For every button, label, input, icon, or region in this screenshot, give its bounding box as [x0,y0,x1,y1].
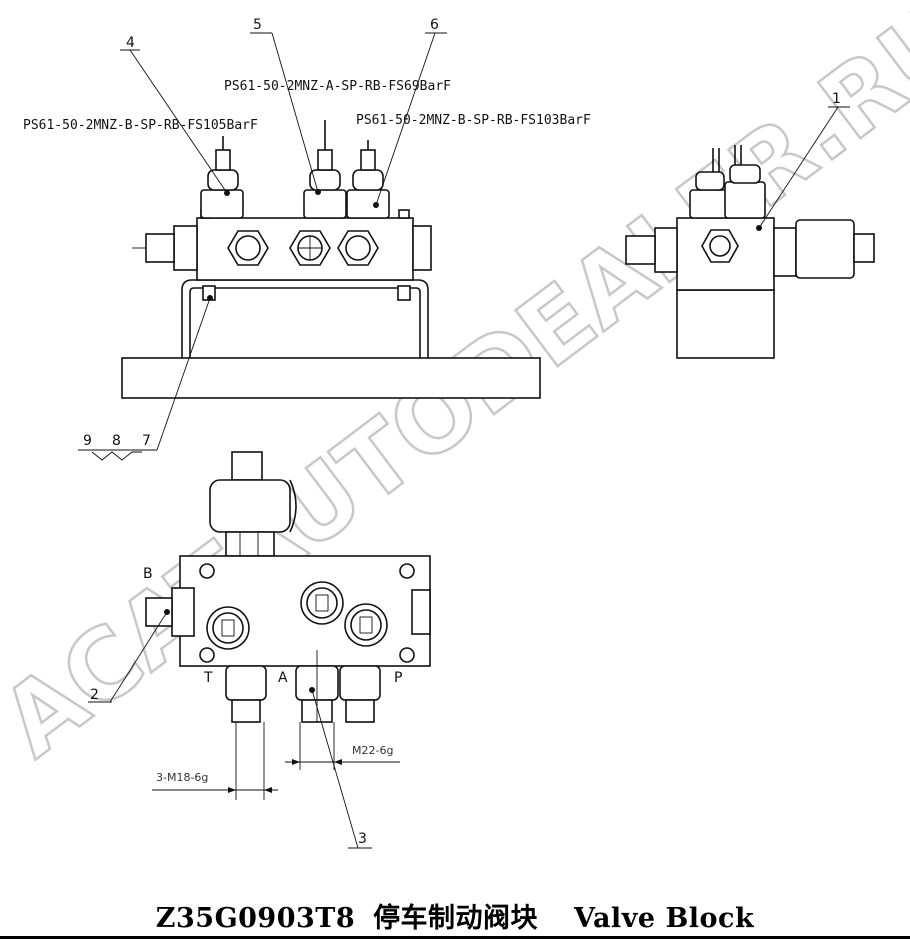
base-plate [121,357,541,399]
title-code: Z35G0903T8 [155,903,356,934]
footer-rule [0,936,910,939]
solenoid-coil [209,479,291,533]
bolt [397,285,411,301]
callout-number: 3 [358,831,367,847]
callout-number: 7 [142,433,151,449]
callout-number: 1 [832,91,841,107]
pressure-sensor-right [346,140,390,219]
sensor-label-left: PS61-50-2MNZ-B-SP-RB-FS105BarF [23,118,258,133]
port-label-t: T [203,670,213,686]
dimension-label: 3-M18-6g [156,771,208,784]
port-hex [337,230,379,266]
side-base [676,289,775,359]
title-chinese: 停车制动阀块 [373,903,539,934]
port-label-b: B [143,566,153,582]
top-view [145,451,431,800]
front-view [121,120,541,399]
fitting-right [412,225,432,271]
port-fitting-t [225,665,267,800]
port-hex [227,230,269,266]
pressure-sensor-mid [303,120,347,219]
side-solenoid [795,219,855,279]
callout-number: 5 [253,17,262,33]
port-label-p: P [394,670,402,686]
solenoid-connector [231,451,263,481]
port-fitting-p [339,665,381,723]
valve-cap [344,603,388,647]
sensor-label-right: PS61-50-2MNZ-B-SP-RB-FS103BarF [356,113,591,128]
dimension-m22: M22-6g [285,744,400,765]
title-english: Valve Block [573,903,755,934]
callout-number: 4 [126,35,135,51]
port-fitting-a [295,650,339,770]
port-hex [289,230,331,266]
drawing-title: Z35G0903T8 停车制动阀块 Valve Block [0,896,910,935]
mounting-bracket [181,279,429,358]
dimension-m18: 3-M18-6g [152,771,278,793]
dimension-label: M22-6g [352,744,393,757]
pressure-sensor-left [200,136,244,219]
port-label-a: A [278,670,288,686]
valve-cap [300,581,344,625]
callout-number: 9 [83,433,92,449]
callout-number: 6 [430,17,439,33]
valve-cap [206,606,250,650]
sensor-label-mid: PS61-50-2MNZ-A-SP-RB-FS69BarF [224,79,451,94]
callout-number: 8 [112,433,121,449]
callout-number: 2 [90,687,99,703]
fitting-left [173,225,198,271]
